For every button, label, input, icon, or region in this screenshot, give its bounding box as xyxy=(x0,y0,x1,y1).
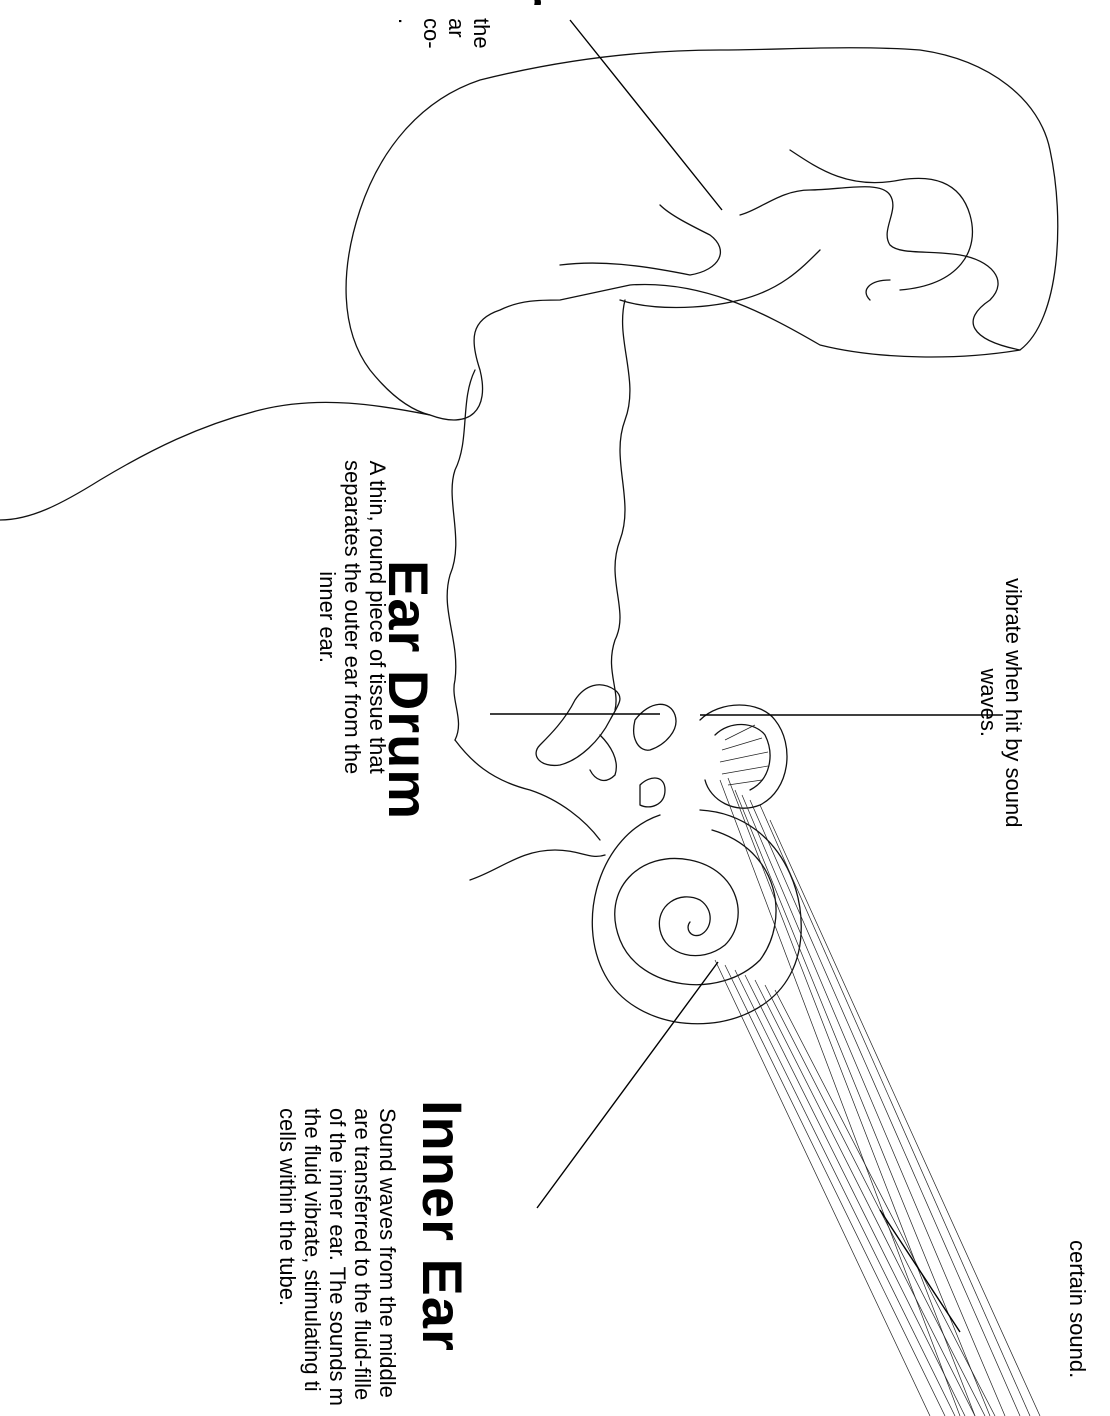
inner-ear-leader xyxy=(537,962,718,1208)
inner-ear-wall xyxy=(470,850,605,880)
right-leader xyxy=(880,1210,960,1332)
pinna-concha xyxy=(620,250,820,308)
outer-ear-drawing xyxy=(346,48,1058,420)
ossicles-drawing xyxy=(590,704,676,807)
inner-ear-desc: Sound waves from the middle are transfer… xyxy=(275,1108,400,1406)
middle-ear-desc-fragment: vibrate when hit by sound waves. xyxy=(976,578,1026,828)
pinna-fold-outer xyxy=(740,187,1020,350)
pinna-helix-rim xyxy=(560,205,720,275)
outer-ear-leader xyxy=(570,20,722,210)
auditory-nerve xyxy=(715,778,1040,1416)
canal-striations xyxy=(720,725,768,785)
ear-canal-lower xyxy=(447,370,475,740)
middle-ear-wall xyxy=(455,740,600,840)
outer-ear-desc-fragment: the ar co- . xyxy=(394,18,494,49)
right-desc-fragment: certain sound. xyxy=(1065,1240,1090,1378)
ear-canal-upper xyxy=(611,300,629,710)
ear-drum-desc: A thin, round piece of tissue that separ… xyxy=(315,460,390,774)
pinna-antihelix xyxy=(790,150,972,300)
outer-ear-title-fragment: r xyxy=(502,0,558,7)
semicircular-canals xyxy=(700,705,787,808)
inner-ear-title: Inner Ear xyxy=(414,1100,470,1352)
cochlea-spiral xyxy=(615,830,776,985)
ear-drum-drawing xyxy=(536,685,620,766)
